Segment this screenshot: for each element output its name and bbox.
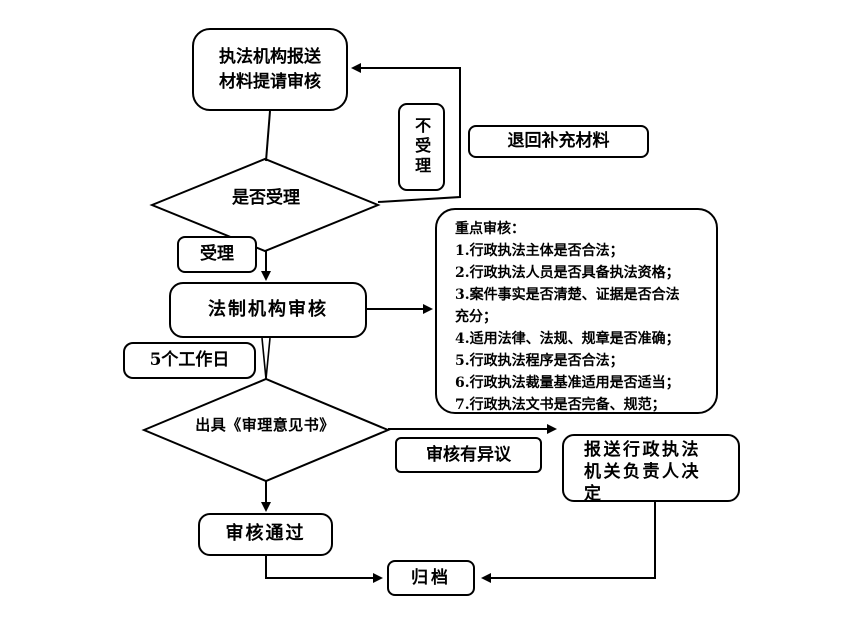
key-points-item-2: 2.行政执法人员是否具备执法资格； bbox=[455, 265, 680, 281]
node-objection: 审核有异议 bbox=[395, 437, 542, 473]
arrowhead-down-to-review bbox=[261, 271, 271, 281]
connector-leader-to-archive bbox=[490, 502, 656, 579]
arrowhead-right-to-keypoints bbox=[423, 304, 433, 314]
key-points-item-1: 1.行政执法主体是否合法； bbox=[455, 243, 624, 259]
node-five-working-days: 5个工作日 bbox=[123, 342, 256, 379]
submit-line-1: 执法机构报送 bbox=[219, 46, 321, 67]
node-legal-review: 法制机构审核 bbox=[169, 282, 367, 338]
arrowhead-left-to-submit bbox=[351, 63, 361, 73]
decision-diamond-is-accepted bbox=[149, 157, 381, 253]
node-submit-materials-text: 执法机构报送 材料提请审核 bbox=[219, 45, 321, 94]
connector-review-to-opinion-right bbox=[265, 337, 271, 380]
node-submit-materials: 执法机构报送 材料提请审核 bbox=[192, 28, 348, 111]
connector-review-to-opinion-left bbox=[261, 337, 267, 380]
arrowhead-right-to-leader bbox=[547, 424, 557, 434]
node-leader-decision: 报送行政执法机关负责人决定 bbox=[562, 434, 740, 504]
node-review-passed: 审核通过 bbox=[198, 513, 333, 556]
arrowhead-right-to-archive bbox=[373, 573, 383, 583]
node-return-materials: 退回补充材料 bbox=[468, 125, 649, 158]
decision-label-is-accepted: 是否受理 bbox=[232, 188, 300, 208]
key-points-item-3: 3.案件事实是否清楚、证据是否合法 bbox=[455, 287, 680, 303]
submit-line-2: 材料提请审核 bbox=[219, 71, 321, 92]
node-archive: 归档 bbox=[387, 560, 475, 596]
key-points-item-5: 5.行政执法程序是否合法； bbox=[455, 353, 624, 369]
node-accepted: 受理 bbox=[177, 236, 257, 273]
key-points-item-7: 7.行政执法文书是否完备、规范； bbox=[455, 397, 666, 413]
connector-not-accepted-loop bbox=[360, 67, 461, 203]
node-key-review-points: 重点审核： 1.行政执法主体是否合法； 2.行政执法人员是否具备执法资格； 3.… bbox=[435, 208, 718, 414]
connector-submit-to-decision bbox=[265, 110, 271, 162]
connector-passed-to-archive bbox=[265, 556, 374, 579]
key-points-item-4: 4.适用法律、法规、规章是否准确； bbox=[455, 331, 680, 347]
node-not-accepted: 不受理 bbox=[398, 103, 445, 191]
key-points-item-6: 6.行政执法裁量基准适用是否适当； bbox=[455, 375, 680, 391]
key-points-title: 重点审核： bbox=[455, 221, 525, 237]
key-points-item-3-wrap: 充分； bbox=[455, 309, 497, 325]
arrowhead-down-to-passed bbox=[261, 502, 271, 512]
arrowhead-left-to-archive bbox=[481, 573, 491, 583]
decision-label-issue-opinion: 出具《审理意见书》 bbox=[195, 416, 335, 434]
